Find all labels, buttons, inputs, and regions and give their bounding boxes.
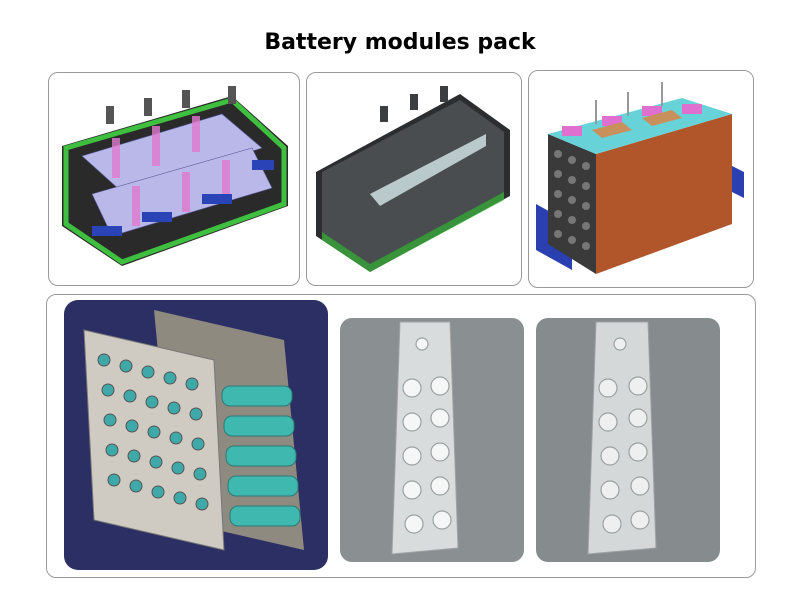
top-middle-frame [306,72,522,286]
aluminum-plate-front [340,318,524,562]
open-module-tray [52,76,294,280]
top-right-frame [528,70,754,288]
module-stack-with-bolts [532,74,748,282]
top-left-frame [48,72,300,286]
bottom-frame [46,294,756,578]
page-title: Battery modules pack [264,30,536,55]
cell-holder-assembly [64,300,328,570]
closed-module-cover [310,76,516,280]
aluminum-plate-back [536,318,720,562]
